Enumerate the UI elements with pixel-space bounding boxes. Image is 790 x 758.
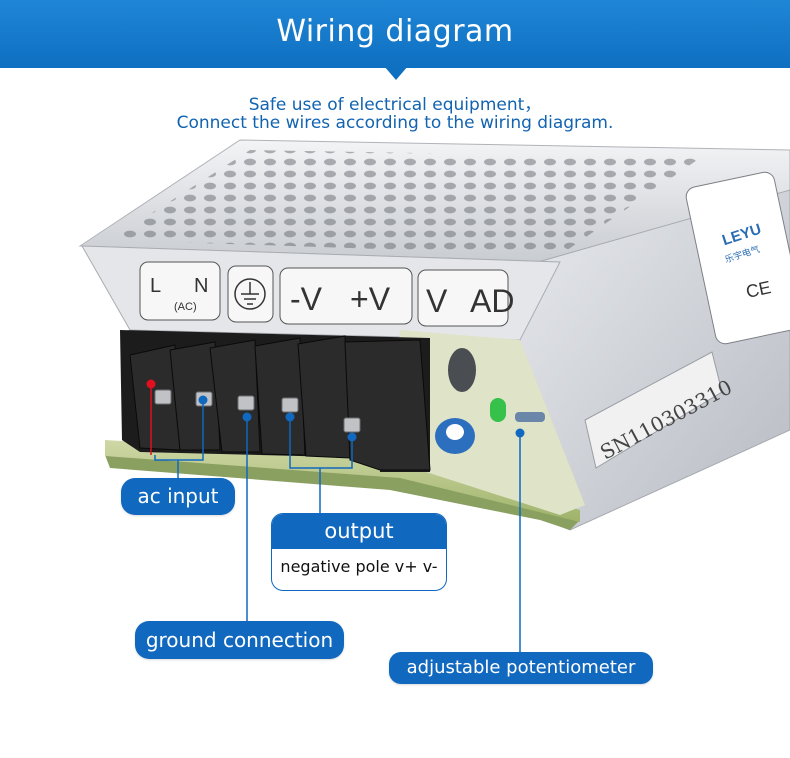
- intro-line-1: Safe use of electrical equipment，: [248, 95, 542, 115]
- terminal-label-neg-v: -V: [290, 281, 323, 317]
- terminal-label-n: N: [194, 275, 208, 297]
- intro-line-2: Connect the wires according to the wirin…: [176, 113, 614, 133]
- side-panel: LEYU 乐宇电气 CE: [509, 171, 790, 531]
- earth-ground-icon: [234, 278, 266, 310]
- terminal-label-adj: AD: [470, 283, 514, 319]
- banner-pointer: [384, 66, 408, 80]
- output-title: output: [272, 514, 446, 549]
- top-cover: [78, 139, 790, 263]
- callout-lines: [154, 400, 521, 653]
- circuit-board: [105, 330, 585, 530]
- ground-connection-label: ground connection: [135, 621, 344, 659]
- front-faceplate: L N (AC) -V +V V AD: [81, 245, 561, 341]
- ac-input-label: ac input: [121, 478, 235, 515]
- neutral-terminal-marker: [198, 395, 208, 405]
- terminal-label-ac: (AC): [174, 301, 197, 313]
- components: [435, 348, 545, 454]
- header-banner: Wiring diagram: [0, 0, 790, 68]
- page-title: Wiring diagram: [276, 14, 514, 49]
- output-callout: output negative pole v+ v-: [271, 513, 447, 591]
- live-terminal-marker: [146, 379, 156, 389]
- terminal-label-l: L: [150, 275, 161, 297]
- positive-terminal-marker: [347, 432, 357, 442]
- output-description: negative pole v+ v-: [280, 557, 438, 576]
- terminal-label-pos-v: +V: [350, 281, 391, 317]
- negative-terminal-marker: [285, 412, 295, 422]
- terminal-block: [120, 330, 431, 472]
- potentiometer-marker: [515, 428, 525, 438]
- terminal-label-v: V: [426, 283, 448, 319]
- ground-terminal-marker: [242, 412, 252, 422]
- adjustable-potentiometer-label: adjustable potentiometer: [389, 652, 653, 684]
